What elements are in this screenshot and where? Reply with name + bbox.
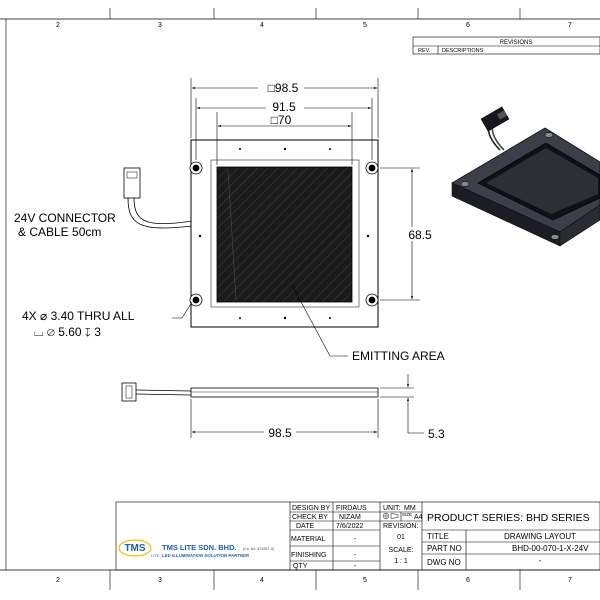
tb-scale-label: SCALE: [389,547,414,554]
zone-top-2: 2 [56,22,60,29]
revisions-title: REVISIONS [500,40,533,46]
dim-hole-spacing: 91.5 [272,100,296,114]
tb-unit-label: UNIT: [383,505,401,512]
sheet-border: 2 3 4 5 6 7 2 3 4 5 6 7 [0,8,600,590]
connector-cable [123,167,193,229]
company-name: TMS LITE SDN. BHD. [162,543,237,552]
tb-size-label: SIZE [402,512,412,517]
tb-scale-value: 1 : 1 [394,558,408,565]
tb-date-value: 7/6/2022 [336,523,363,530]
tb-part-no-value: BHD-00-070-1-X-24V [512,544,589,553]
emitting-area [216,166,353,303]
isometric-view [451,106,600,247]
note-emitting-area: EMITTING AREA [352,349,445,363]
dim-overall-square: □98.5 [268,81,299,95]
tb-dwg-no-label: DWG NO [427,558,461,567]
logo-text: TMS [124,543,145,554]
tb-check-by-value: NIZAM [339,514,361,521]
dim-vertical-spacing: 68.5 [408,228,432,242]
tb-finishing-label: FINISHING [291,552,326,559]
tb-revision-value: 01 [397,534,405,541]
tb-size-value: A4 [414,514,423,521]
front-view [123,139,379,328]
zone-top-3: 3 [158,22,162,29]
zone-bottom-5: 5 [363,577,367,584]
tb-title-label: TITLE [427,532,449,541]
zone-top-6: 6 [466,22,470,29]
title-block [115,501,600,571]
company-logo: TMS LITE [118,539,160,558]
tb-material-label: MATERIAL [291,536,326,543]
tb-design-by-value: FIRDAUS [336,505,367,512]
zone-bottom-2: 2 [56,577,60,584]
zone-top-7: 7 [568,22,572,29]
tb-qty-label: QTY [293,563,308,570]
company-tagline: LED ILLUMINATION SOLUTION PARTNER [162,553,250,558]
callouts: 24V CONNECTOR & CABLE 50cm 4X ⌀ 3.40 THR… [14,211,445,363]
note-holes-line2: ⌴ ⌀ 5.60 ↧ 3 [34,325,101,339]
dim-side-length: 98.5 [268,426,292,440]
tb-unit-value: MM [404,505,416,512]
zone-bottom-3: 3 [158,577,162,584]
revisions-col-rev: REV. [418,48,431,54]
tb-design-by-label: DESIGN BY [292,505,330,512]
note-connector-line1: 24V CONNECTOR [14,211,116,225]
tb-revision-label: REVISION: [383,523,418,530]
tb-finishing-value: - [354,552,357,559]
dim-thickness: 5.3 [428,427,445,441]
mounting-holes [189,161,379,307]
note-connector-line2: & CABLE 50cm [18,225,101,239]
zone-top-4: 4 [260,22,264,29]
tb-material-value: - [354,536,357,543]
side-view [121,382,379,402]
projection-symbol-icon [382,512,399,520]
logo-sub: LITE [151,553,160,558]
tb-part-no-label: PART NO [427,544,462,553]
zone-bottom-6: 6 [466,577,470,584]
zone-bottom-4: 4 [260,577,264,584]
note-holes-line1: 4X ⌀ 3.40 THRU ALL [22,309,135,323]
tb-dwg-no-value: - [539,556,542,565]
company-box: TMS LITE TMS LITE SDN. BHD. (Co. No. 871… [118,539,274,558]
zone-top-5: 5 [363,22,367,29]
tb-title-value: DRAWING LAYOUT [504,532,576,541]
zone-bottom-7: 7 [568,577,572,584]
company-reg: (Co. No. 871957-U) [243,547,274,551]
tb-product-series: PRODUCT SERIES: BHD SERIES [427,512,590,524]
dim-emitting-square: □70 [271,113,292,127]
revisions-table: REVISIONS REV. DESCRIPTIONS [412,36,600,55]
tb-date-label: DATE [296,523,314,530]
revisions-col-desc: DESCRIPTIONS [442,48,484,54]
tb-qty-value: - [354,563,357,570]
side-dimension-lines [190,374,424,438]
tb-check-by-label: CHECK BY [292,514,328,521]
